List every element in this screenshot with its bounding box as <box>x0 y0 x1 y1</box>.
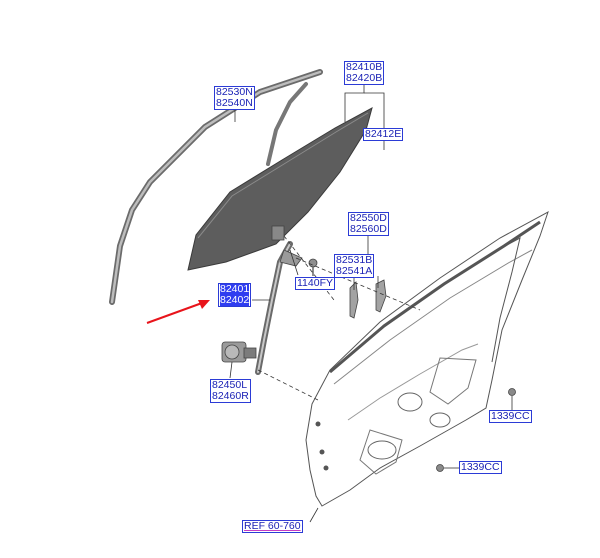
grommet-upper-part <box>508 388 516 396</box>
part-number: 82550D <box>350 212 387 224</box>
part-number: 1339CC <box>461 461 500 473</box>
label-glass-group[interactable]: 82410B 82420B <box>344 61 385 85</box>
label-channel-group[interactable]: 82531B 82541A <box>334 254 375 278</box>
part-number: 82401 <box>220 283 250 295</box>
part-number: 82402 <box>220 294 250 306</box>
glass-clip-part <box>271 225 285 241</box>
label-ref[interactable]: REF 60-760 <box>242 520 303 533</box>
label-glass[interactable]: 82412E <box>363 128 404 141</box>
label-regulator[interactable]: 82401 82402 <box>218 283 252 307</box>
part-number: 82531B <box>336 254 373 266</box>
part-number: 82540N <box>216 97 253 109</box>
label-bolt[interactable]: 1140FY <box>295 277 335 290</box>
reference-number: REF 60-760 <box>244 520 301 532</box>
part-number: 82450L <box>212 379 248 391</box>
part-number: 82541A <box>336 265 373 277</box>
part-number: 1339CC <box>491 410 530 422</box>
label-grommet-lower[interactable]: 1339CC <box>459 461 502 474</box>
part-number: 82410B <box>346 61 383 73</box>
run-channel-part <box>266 82 308 166</box>
part-number: 82412E <box>365 128 402 140</box>
leader-lines <box>229 85 513 523</box>
part-number: 82420B <box>346 72 383 84</box>
bolt-part <box>308 258 318 276</box>
assembly-lines <box>257 235 421 401</box>
regulator-motor-part <box>221 341 257 363</box>
part-number: 82460R <box>212 390 249 402</box>
door-panel-part <box>305 210 549 507</box>
door-glass-part <box>187 107 373 271</box>
channel-bracket-part <box>349 279 387 319</box>
label-seal-group[interactable]: 82550D 82560D <box>348 212 389 236</box>
part-number: 82560D <box>350 223 387 235</box>
grommet-lower-part <box>436 464 444 472</box>
label-motor[interactable]: 82450L 82460R <box>210 379 251 403</box>
pointer-arrow <box>146 300 210 324</box>
part-number: 1140FY <box>297 277 333 289</box>
label-weatherstrip[interactable]: 82530N 82540N <box>214 86 255 110</box>
part-number: 82530N <box>216 86 253 98</box>
label-grommet-upper[interactable]: 1339CC <box>489 410 532 423</box>
